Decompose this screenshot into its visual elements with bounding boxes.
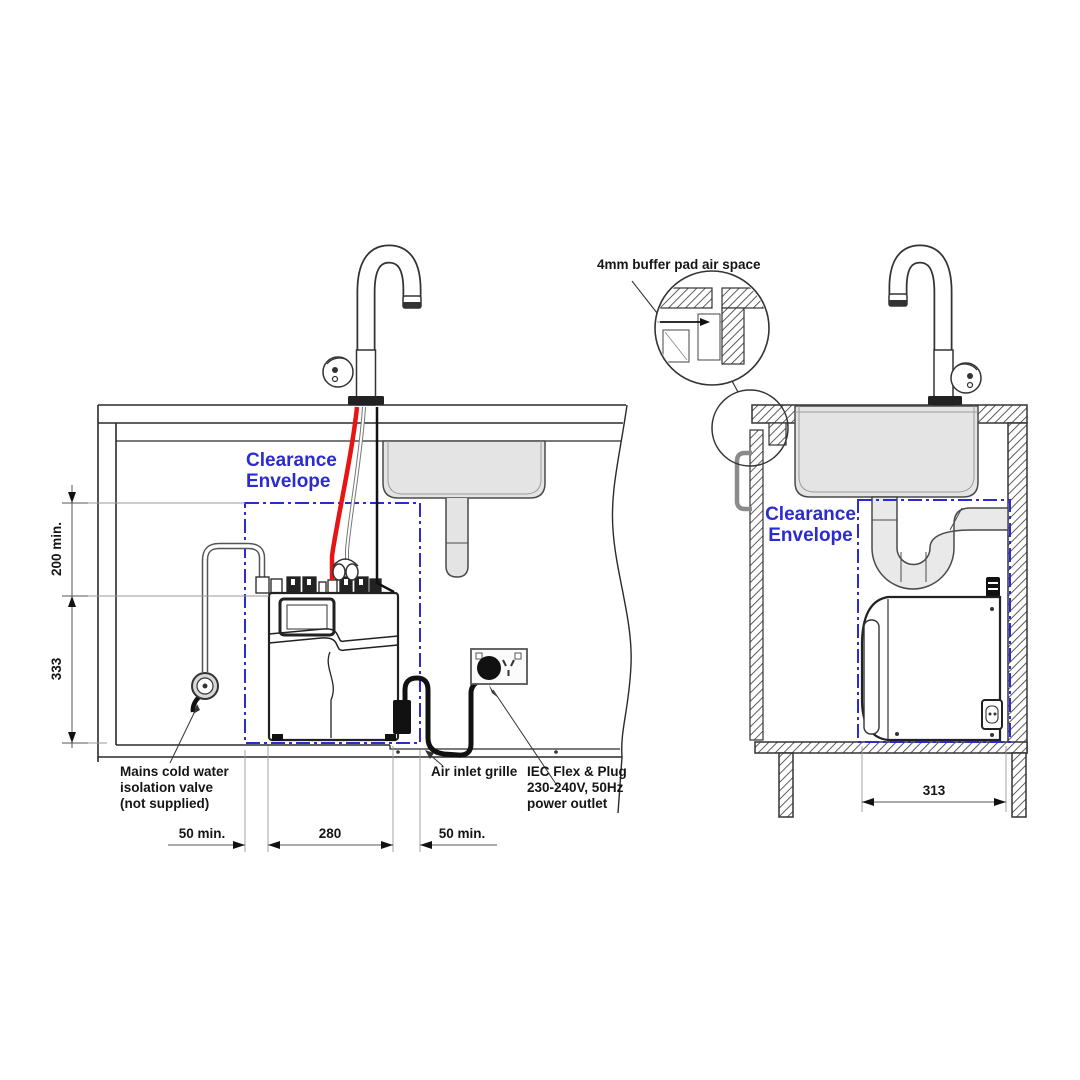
detail-callout	[631, 270, 789, 467]
plug	[477, 656, 501, 680]
cabinet-leg	[778, 752, 794, 818]
sensor-cable	[375, 407, 395, 594]
dimension-left	[62, 485, 269, 748]
sink-side	[794, 405, 979, 498]
outlet-slots	[502, 659, 515, 676]
buffer-pad-label: 4mm buffer pad air space	[597, 257, 761, 272]
power-outlet	[470, 648, 528, 685]
underbench-unit-front	[255, 576, 411, 742]
cabinet-side	[734, 404, 1028, 818]
iec-inlet	[981, 699, 1003, 730]
unit-foot	[385, 734, 396, 741]
clearance-envelope-side	[857, 499, 1011, 743]
air-gap-arrow	[700, 318, 710, 326]
clearance-envelope-front	[244, 502, 421, 744]
spout-tip	[403, 302, 421, 308]
unit-foot	[272, 734, 283, 741]
air-inlet-label: Air inlet grille	[431, 764, 518, 779]
dimension-313	[861, 746, 1007, 812]
clearance-envelope-label-side: Clearance Envelope	[765, 504, 856, 546]
power-cord	[402, 675, 487, 758]
dimension-bottom	[168, 746, 497, 852]
tap-handle	[322, 356, 354, 388]
buffer-pad	[697, 313, 721, 361]
unit-top-fitting	[986, 577, 1000, 597]
cord-connector	[393, 700, 411, 734]
tap-handle	[950, 362, 982, 394]
isolation-valve	[190, 672, 219, 713]
cold-water-pipe	[201, 542, 266, 672]
dim-333: 333	[49, 657, 64, 681]
power-outlet-label: IEC Flex & Plug 230-240V, 50Hz power out…	[527, 764, 627, 811]
unit-top-fittings	[255, 576, 382, 595]
tap-front	[322, 244, 422, 406]
tube-connector-cluster	[332, 558, 359, 581]
unit-display-panel	[278, 597, 336, 637]
door-handle	[734, 450, 752, 512]
spout-tip	[889, 300, 907, 306]
bench-cabinet-front	[97, 404, 632, 814]
side-view	[734, 244, 1028, 818]
dim-200-min: 200 min.	[49, 521, 64, 577]
valve-label: Mains cold water isolation valve (not su…	[120, 764, 229, 811]
dim-50-min-right: 50 min.	[438, 826, 486, 841]
detail-source-circle	[711, 389, 789, 467]
clearance-envelope-label-front: Clearance Envelope	[246, 450, 337, 492]
leader-lines-front	[169, 685, 559, 788]
hot-water-tube	[329, 406, 360, 580]
front-view	[62, 244, 632, 852]
dim-280: 280	[318, 826, 342, 841]
dim-50-min-left: 50 min.	[178, 826, 226, 841]
tap-side	[888, 244, 982, 406]
dim-313: 313	[922, 783, 946, 798]
drain-trap-side	[871, 496, 1009, 590]
drain-pipe-front	[445, 498, 469, 578]
cabinet-leg	[1011, 752, 1027, 818]
underbench-unit-side	[860, 577, 1003, 742]
sink-front	[382, 440, 546, 578]
